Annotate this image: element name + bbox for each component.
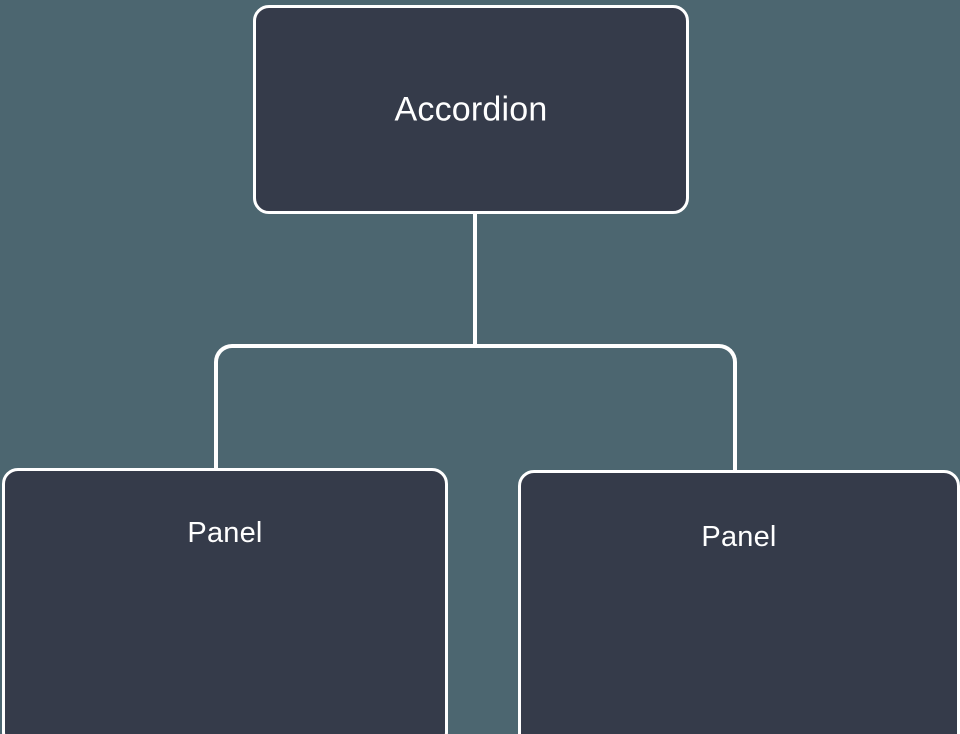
tree-node-panel-active-label: Panel bbox=[187, 517, 263, 549]
connector-branch-bus bbox=[214, 344, 737, 470]
connector-root-stem bbox=[473, 214, 477, 346]
tree-node-accordion-label: Accordion bbox=[394, 90, 548, 128]
tree-node-panel-inactive[interactable]: Panel isActive false bbox=[518, 470, 960, 734]
tree-node-panel-inactive-label: Panel bbox=[701, 521, 777, 553]
tree-node-accordion[interactable]: Accordion bbox=[253, 5, 689, 214]
tree-node-panel-active[interactable]: Panel isActive true bbox=[2, 468, 448, 734]
